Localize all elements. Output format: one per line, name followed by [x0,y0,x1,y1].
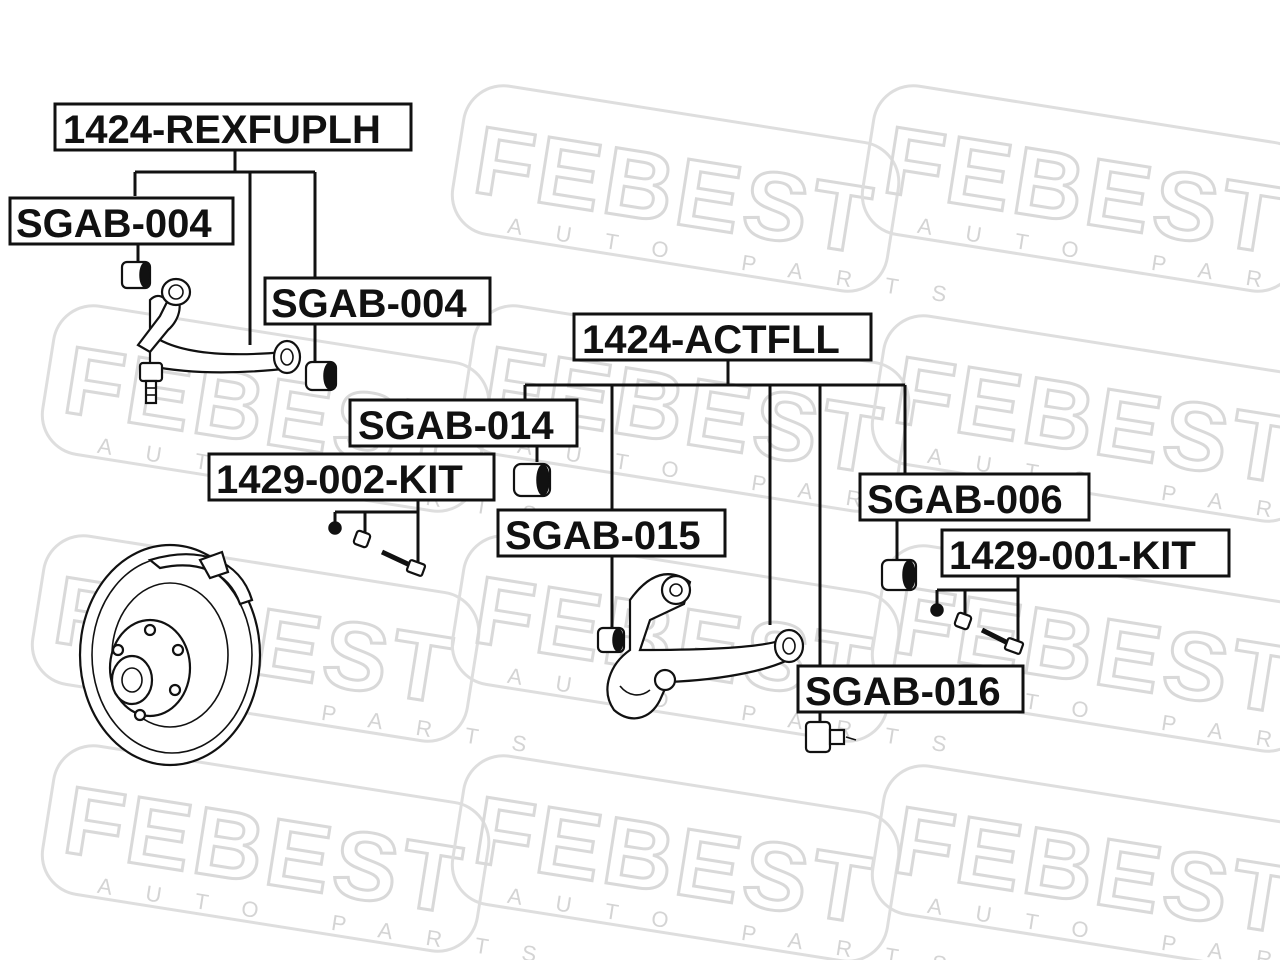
label-text: SGAB-016 [805,670,1001,714]
label-SGAB-016: SGAB-016 [796,664,1025,714]
label-SGAB-006: SGAB-006 [858,472,1091,522]
label-text: SGAB-006 [867,478,1063,522]
label-text: 1424-REXFUPLH [63,108,381,152]
watermark-11: FEBEST AUTO PARTS [870,764,1280,960]
bushing-drawing [804,720,857,754]
watermark-2: FEBEST AUTO PARTS [860,84,1280,312]
label-SGAB-014: SGAB-014 [348,398,579,448]
label-text: SGAB-004 [271,282,467,326]
label-1424-ACTFLL: 1424-ACTFLL [572,312,873,362]
label-1424-REXFUPLH: 1424-REXFUPLH [53,102,413,152]
label-SGAB-004-front: SGAB-004 [8,196,235,246]
bushing-drawing [120,260,152,290]
label-text: 1424-ACTFLL [582,318,840,362]
label-text: 1429-002-KIT [216,458,463,502]
wheel-hub-disc-drawing [78,543,262,767]
bolt-kit-drawing [328,521,427,577]
bolt-kit-drawing [930,603,1025,655]
leader-lines [133,150,1020,722]
label-SGAB-015: SGAB-015 [496,508,727,558]
label-SGAB-004-rear: SGAB-004 [263,276,492,326]
bushing-drawing [512,462,552,498]
label-text: SGAB-004 [16,202,212,246]
bushing-drawing [596,626,626,654]
upper-control-arm-drawing [136,277,302,405]
label-1429-001-KIT: 1429-001-KIT [940,528,1231,578]
label-1429-002-KIT: 1429-002-KIT [207,452,496,502]
bushing-drawing [880,558,918,592]
label-text: SGAB-014 [358,404,554,448]
bushing-drawing [304,360,338,392]
label-text: SGAB-015 [505,514,701,558]
lower-control-arm-drawing [606,573,805,720]
label-text: 1429-001-KIT [949,534,1196,578]
